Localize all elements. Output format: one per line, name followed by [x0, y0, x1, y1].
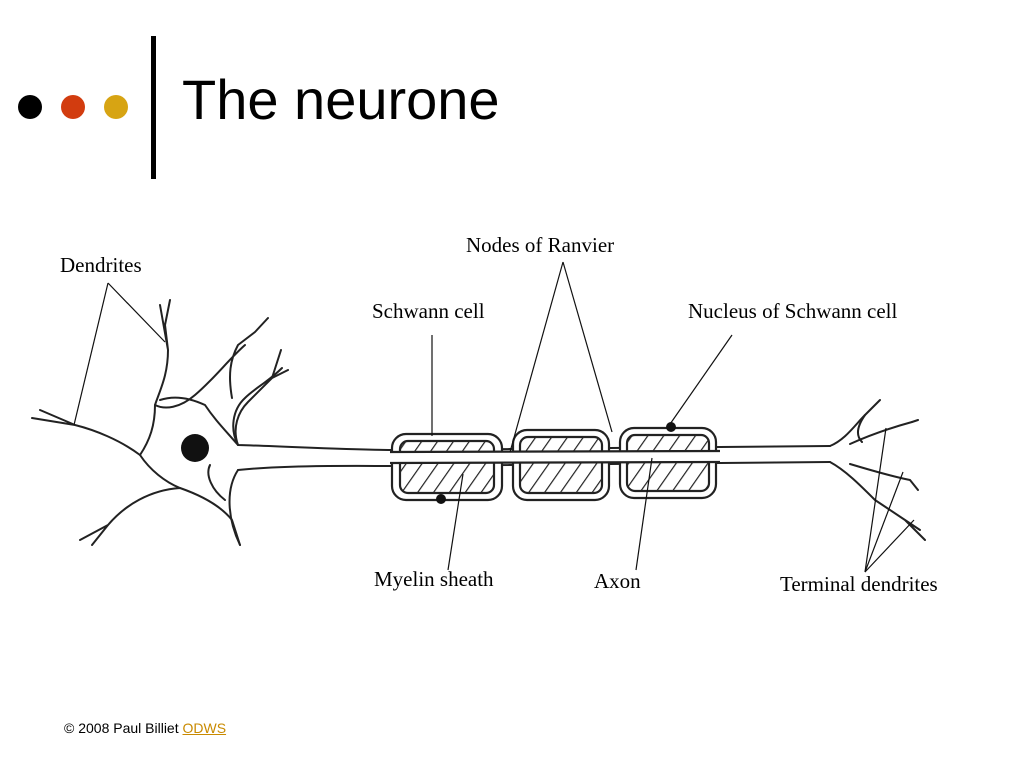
cell-nucleus — [181, 434, 209, 462]
slide-title: The neurone — [182, 68, 500, 131]
bullet-dot-red — [61, 95, 85, 119]
label-myelin-sheath: Myelin sheath — [374, 567, 494, 591]
footer: © 2008 Paul Billiet ODWS — [64, 720, 226, 736]
label-terminal-dendrites: Terminal dendrites — [780, 572, 938, 596]
label-nodes-of-ranvier: Nodes of Ranvier — [466, 233, 615, 257]
title-divider — [151, 36, 156, 179]
bullet-dot-black — [18, 95, 42, 119]
label-nucleus-of-schwann-cell: Nucleus of Schwann cell — [688, 299, 898, 323]
label-dendrites: Dendrites — [60, 253, 142, 277]
cell-body-outline — [232, 367, 396, 471]
bullet-dot-gold — [104, 95, 128, 119]
odws-link[interactable]: ODWS — [182, 720, 227, 736]
label-schwann-cell: Schwann cell — [372, 299, 485, 323]
copyright-text: © 2008 Paul Billiet — [64, 720, 179, 736]
label-axon: Axon — [594, 569, 641, 593]
